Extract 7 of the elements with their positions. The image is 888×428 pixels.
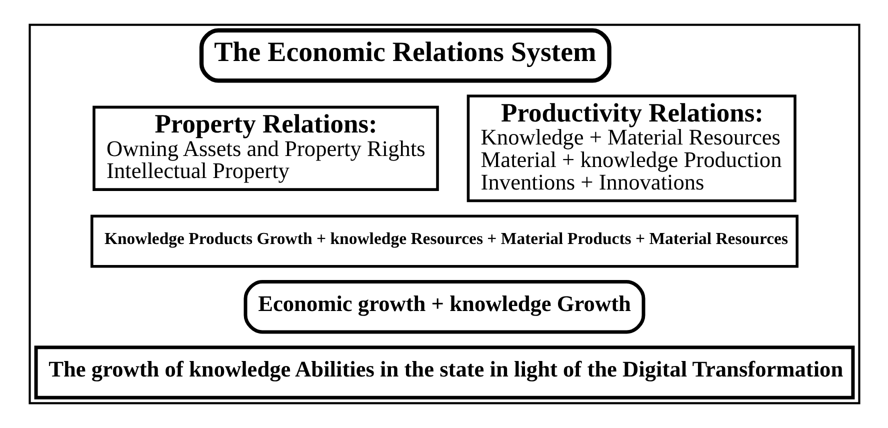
node-box: The Economic Relations System [198,28,611,83]
node-box: Knowledge Products Growth + knowledge Resources + Material Products + Material Resources [90,214,798,268]
node-box: Economic growth + knowledge Growth [243,280,645,334]
node-box: Productivity Relations: Knowledge + Material Resources Material + knowledge Production Inventions + Innovations [466,94,796,202]
node-box: The growth of knowledge Abilities in the state in light of the Digital Transformation [34,346,854,400]
cluster [28,24,860,404]
node-box: Property Relations: Owning Assets and Property Rights Intellectual Property [92,106,438,191]
